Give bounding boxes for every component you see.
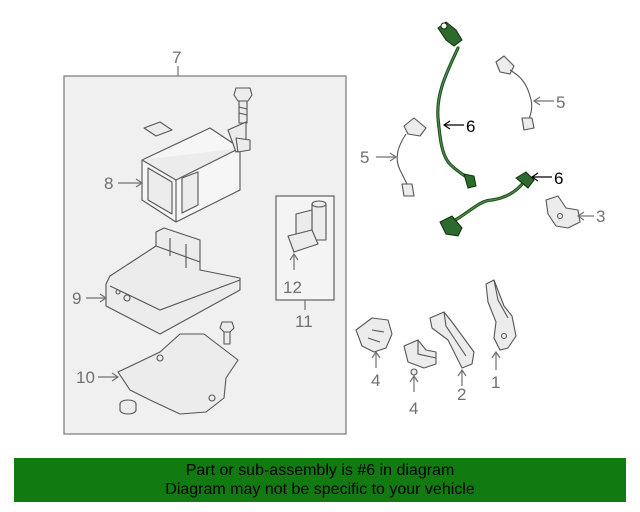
callout-4-lower[interactable]: 4 xyxy=(409,399,418,418)
callout-1[interactable]: 1 xyxy=(491,373,500,392)
oxygen-sensor-6-lower[interactable]: 6 xyxy=(439,169,563,237)
callout-3[interactable]: 3 xyxy=(596,207,605,226)
parts-diagram: 7 8 9 xyxy=(63,21,605,435)
info-banner: Part or sub-assembly is #6 in diagram Di… xyxy=(14,458,626,502)
callout-5-left[interactable]: 5 xyxy=(360,148,369,167)
oxygen-sensor-6-upper[interactable]: 6 xyxy=(436,21,477,189)
small-bolt-part[interactable] xyxy=(219,321,235,345)
bracket-9-part[interactable]: 9 xyxy=(72,227,241,335)
callout-4-upper[interactable]: 4 xyxy=(371,371,380,390)
small-pad-part[interactable] xyxy=(143,121,173,137)
bracket-4-lower-part[interactable]: 4 xyxy=(403,339,437,418)
shield-10-part[interactable]: 10 xyxy=(76,333,239,415)
bracket-1-part[interactable]: 1 xyxy=(485,279,517,392)
valve-12-part[interactable]: 12 xyxy=(283,200,327,297)
banner-line-1: Part or sub-assembly is #6 in diagram xyxy=(185,462,455,479)
callout-5-right[interactable]: 5 xyxy=(556,93,565,112)
oxygen-sensor-5-right[interactable]: 5 xyxy=(495,55,565,131)
callout-6-upper[interactable]: 6 xyxy=(466,117,475,136)
canister-8-part[interactable]: 8 xyxy=(104,121,251,223)
callout-8[interactable]: 8 xyxy=(104,174,113,193)
oxygen-sensor-5-left[interactable]: 5 xyxy=(360,117,427,197)
banner-line-2: Diagram may not be specific to your vehi… xyxy=(165,481,475,498)
callout-2[interactable]: 2 xyxy=(457,385,466,404)
bracket-4-upper-part[interactable]: 4 xyxy=(355,317,393,390)
plug-part[interactable] xyxy=(119,399,137,415)
callout-9[interactable]: 9 xyxy=(72,289,81,308)
callout-10[interactable]: 10 xyxy=(76,368,95,387)
callout-7[interactable]: 7 xyxy=(172,48,181,67)
bracket-3-part[interactable]: 3 xyxy=(545,195,605,229)
callout-11[interactable]: 11 xyxy=(295,312,313,331)
bracket-2-part[interactable]: 2 xyxy=(429,311,475,404)
callout-12[interactable]: 12 xyxy=(283,278,302,297)
callout-6-lower[interactable]: 6 xyxy=(554,169,563,188)
